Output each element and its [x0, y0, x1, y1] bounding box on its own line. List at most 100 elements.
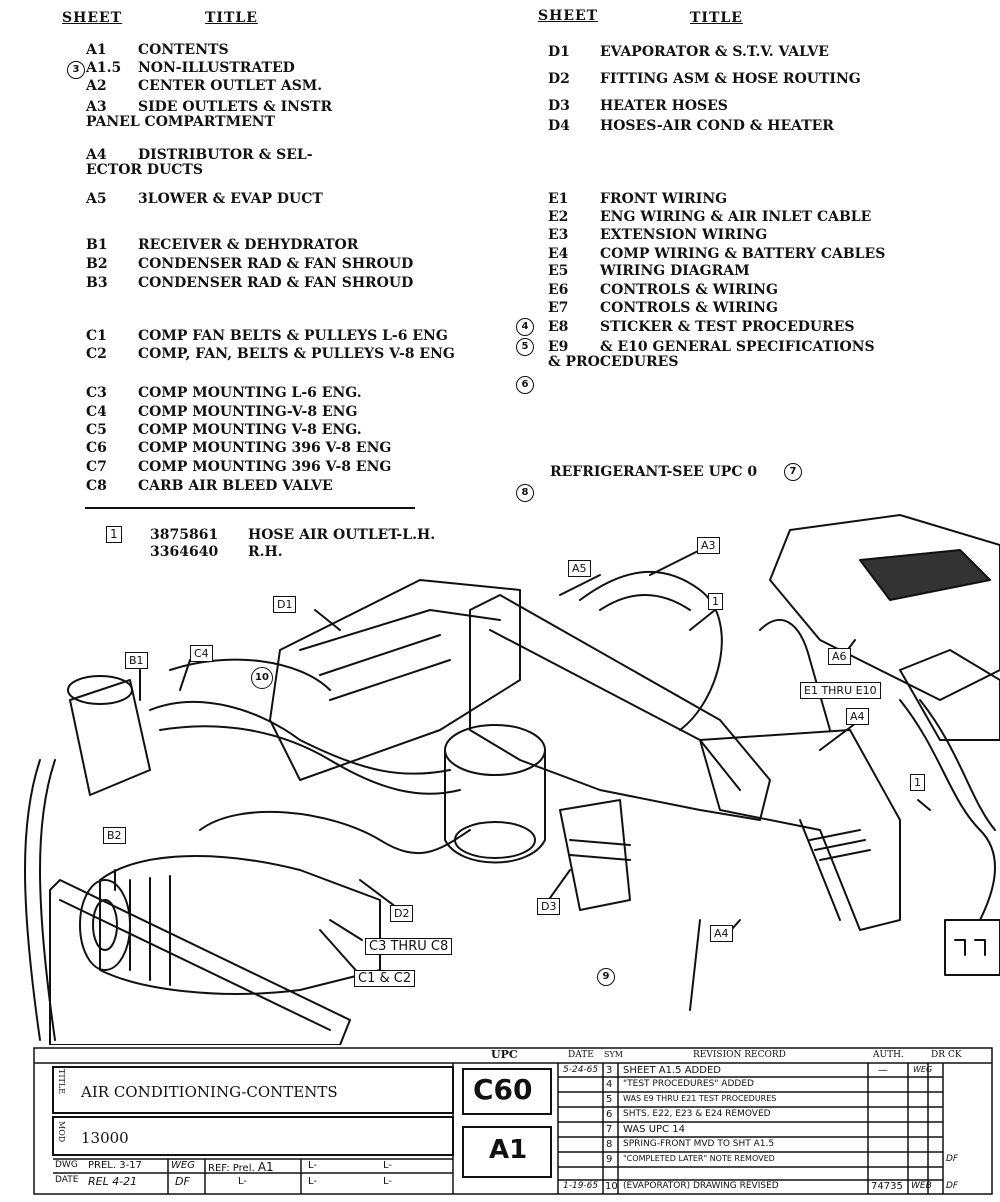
rev-auth-header: AUTH.: [873, 1050, 904, 1060]
rev-dr: WEB: [911, 1181, 932, 1191]
callout-a4: A4: [710, 925, 733, 942]
revision-circle: 9: [597, 968, 615, 986]
dwg-by: WEG: [171, 1160, 195, 1171]
callout-a5: A5: [568, 560, 591, 577]
refrigerant-note: REFRIGERANT-SEE UPC 0: [550, 464, 758, 480]
right-title-header: TITLE: [690, 10, 743, 26]
date-value: REL 4-21: [88, 1175, 138, 1188]
revision-circle: 5: [516, 338, 534, 356]
rev-sym: 6: [606, 1109, 613, 1120]
rev-record: "COMPLETED LATER" NOTE REMOVED: [623, 1154, 775, 1163]
rev-record: "TEST PROCEDURES" ADDED: [623, 1079, 754, 1089]
part-description: HOSE AIR OUTLET-L.H.: [248, 527, 436, 543]
rev-ck: DF: [946, 1154, 959, 1164]
air-conditioning-assembly-drawing: [24, 514, 1000, 1045]
rev-sym: 8: [606, 1139, 613, 1150]
left-title-header: TITLE: [205, 10, 258, 26]
part-description: R.H.: [248, 544, 283, 560]
callout-a6: A6: [828, 648, 851, 665]
callout-b1: B1: [125, 652, 148, 669]
callout-c1-c2: C1 & C2: [354, 970, 416, 987]
right-sheet-header: SHEET: [538, 8, 599, 24]
list-item: E9& E10 GENERAL SPECIFICATIONS & PROCEDU…: [548, 339, 875, 370]
callout-d3: D3: [537, 898, 561, 915]
revision-circle: 7: [784, 463, 802, 481]
revision-circle: 3: [67, 61, 85, 79]
rev-record: SHEET A1.5 ADDED: [623, 1065, 721, 1076]
part-number: 3364640: [150, 544, 219, 560]
part-number: 3875861: [150, 527, 219, 543]
callout-d2: D2: [390, 905, 414, 922]
date-by: DF: [175, 1175, 190, 1188]
revision-circle: 6: [516, 376, 534, 394]
ref-l: L-: [383, 1160, 393, 1171]
rev-sym: 5: [606, 1094, 613, 1105]
rev-dr: WEG: [913, 1065, 933, 1074]
callout-item-1: 1: [910, 774, 925, 791]
rev-ck-header: CK: [948, 1050, 962, 1060]
rev-sym: 10: [605, 1181, 618, 1192]
callout-b2: B2: [103, 827, 126, 844]
rev-record: (EVAPORATOR) DRAWING REVISED: [623, 1181, 779, 1191]
upc-code: C60: [473, 1073, 533, 1106]
callout-e1-thru-e10: E1 THRU E10: [800, 682, 881, 699]
callout-a3: A3: [697, 537, 720, 554]
rev-sym: 7: [606, 1124, 613, 1135]
ref-l: L-: [383, 1176, 393, 1187]
model-number: 13000: [81, 1129, 129, 1147]
rev-auth: —: [878, 1065, 888, 1076]
left-sheet-header: SHEET: [62, 10, 123, 26]
revision-circle: 10: [251, 667, 273, 689]
callout-a4: A4: [846, 708, 869, 725]
rev-sym: 9: [606, 1154, 613, 1165]
rev-record: SPRING-FRONT MVD TO SHT A1.5: [623, 1139, 775, 1149]
rev-record: SHTS. E22, E23 & E24 REMOVED: [623, 1109, 771, 1119]
drawing-title: AIR CONDITIONING-CONTENTS: [81, 1083, 338, 1101]
title-label: TITLE: [57, 1069, 66, 1094]
revision-circle: 4: [516, 318, 534, 336]
rev-date: 5-24-65: [563, 1065, 599, 1075]
callout-d1: D1: [273, 596, 297, 613]
rev-sym-header: SYM: [604, 1050, 623, 1059]
dwg-label: DWG: [55, 1160, 78, 1170]
callout-c3-thru-c8: C3 THRU C8: [365, 938, 453, 955]
callout-c4: C4: [190, 645, 213, 662]
divider: [85, 507, 415, 509]
sheet-number: A1: [489, 1135, 528, 1165]
rev-record: WAS UPC 14: [623, 1124, 685, 1135]
mod-label: MOD: [57, 1121, 66, 1143]
rev-auth: 74735: [871, 1181, 903, 1192]
rev-record-header: REVISION RECORD: [693, 1050, 786, 1060]
rev-ck: DF: [946, 1181, 959, 1191]
ref-l: L-: [308, 1176, 318, 1187]
upc-label: UPC: [491, 1048, 518, 1061]
dwg-value: PREL. 3-17: [88, 1160, 142, 1171]
rev-dr-header: DR: [931, 1050, 945, 1060]
title-block: UPC DATE SYM REVISION RECORD AUTH. DR CK…: [33, 1047, 993, 1195]
ref-l: L-: [308, 1160, 318, 1171]
rev-sym: 3: [606, 1065, 613, 1076]
